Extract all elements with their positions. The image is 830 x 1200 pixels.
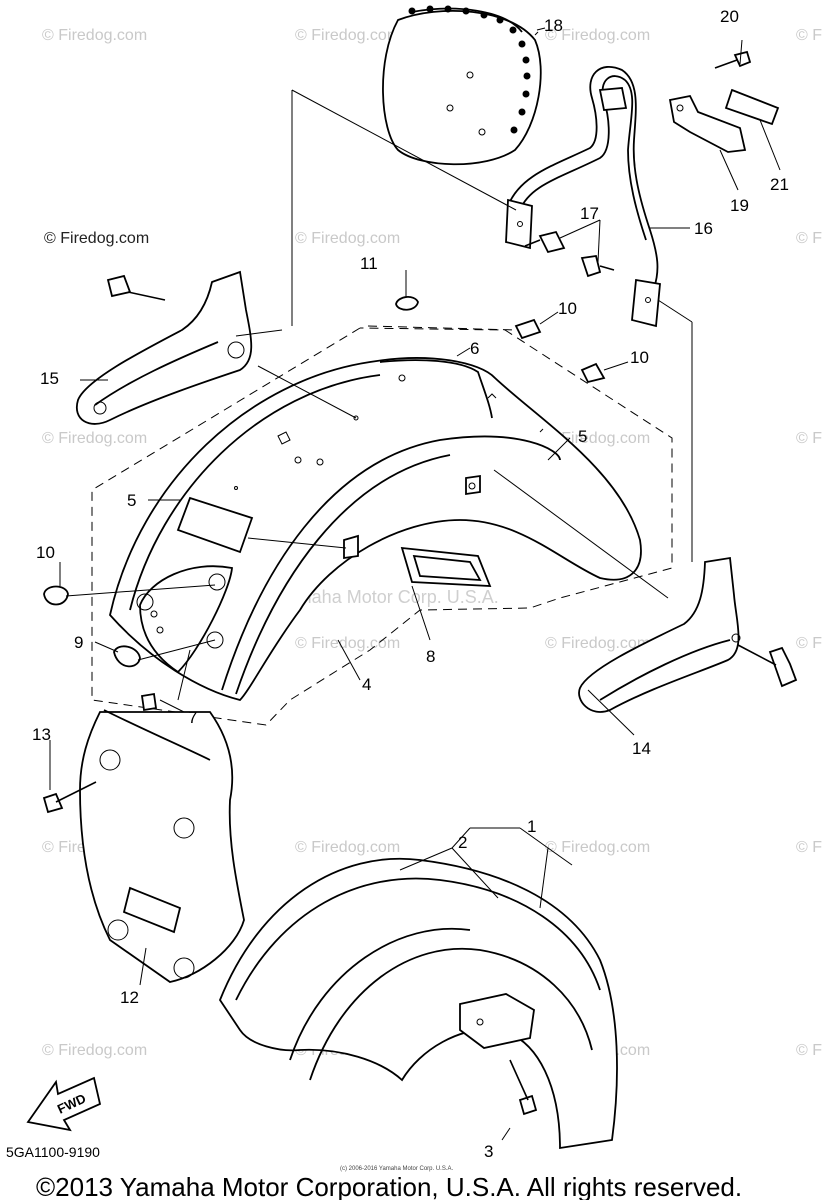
callout-8: 8 <box>426 647 435 666</box>
part-code: 5GA1100-9190 <box>6 1144 100 1160</box>
callout-21: 21 <box>770 175 789 194</box>
callout-19: 19 <box>730 196 749 215</box>
watermark: © Firedog.com <box>295 27 400 44</box>
watermark: © Firedog.com <box>545 635 650 652</box>
left-strut-part <box>75 270 253 425</box>
seat-pad-part <box>382 5 542 166</box>
callout-2: 2 <box>458 833 467 852</box>
callout-5: 5 <box>127 491 136 510</box>
callout-labels: 1 2 3 4 5 5 6 7 8 9 10 10 10 11 12 13 14… <box>32 7 789 1161</box>
callout-3: 3 <box>484 1142 493 1161</box>
watermark: © Firedog.com <box>42 27 147 44</box>
callout-1: 1 <box>527 817 536 836</box>
callout-11: 11 <box>360 254 378 273</box>
callout-12: 12 <box>120 988 139 1007</box>
callout-10: 10 <box>36 543 55 562</box>
callout-5: 5 <box>578 427 587 446</box>
watermark: © F <box>796 230 822 247</box>
copyright-line: ©2013 Yamaha Motor Corporation, U.S.A. A… <box>36 1172 742 1200</box>
watermark: © F <box>796 1042 822 1059</box>
front-fender-part <box>218 857 618 1150</box>
watermark: © Firedog.com <box>545 839 650 856</box>
watermark: © Firedog.com <box>295 635 400 652</box>
watermark: © F <box>796 635 822 652</box>
watermark: © Firedog.com <box>42 1042 147 1059</box>
callout-9: 9 <box>74 633 83 652</box>
watermark: © F <box>796 27 822 44</box>
watermark: © Firedog.com <box>42 430 147 447</box>
callout-17: 17 <box>580 204 599 223</box>
callout-20: 20 <box>720 7 739 26</box>
bolts-17 <box>524 230 615 278</box>
callout-10: 10 <box>630 348 649 367</box>
callout-13: 13 <box>32 725 51 744</box>
watermark: © F <box>796 430 822 447</box>
leader-lines <box>49 27 781 1141</box>
watermark: © Firedog.com <box>295 230 400 247</box>
callout-6: 6 <box>470 339 479 358</box>
fwd-arrow: FWD <box>26 1076 102 1132</box>
side-panel-part <box>42 709 245 983</box>
backrest-bar-part <box>505 65 661 328</box>
right-strut-part <box>578 556 798 713</box>
rear-fender-part <box>109 357 642 701</box>
watermark: © F <box>796 839 822 856</box>
fasteners <box>43 296 606 712</box>
watermark-center: Yamaha Motor Corp. U.S.A. <box>276 587 499 607</box>
callout-14: 14 <box>632 739 651 758</box>
callout-15: 15 <box>40 369 59 388</box>
watermark: © Firedog.com <box>295 839 400 856</box>
callout-4: 4 <box>362 675 371 694</box>
callout-7: 7 <box>188 708 197 727</box>
watermark: © Firedog.com <box>545 27 650 44</box>
watermark-dark: © Firedog.com <box>44 230 149 247</box>
small-print: (c) 2006-2016 Yamaha Motor Corp. U.S.A. <box>340 1166 453 1172</box>
callout-18: 18 <box>544 16 563 35</box>
callout-16: 16 <box>694 219 713 238</box>
bracket-part <box>668 50 780 153</box>
callout-10: 10 <box>558 299 577 318</box>
